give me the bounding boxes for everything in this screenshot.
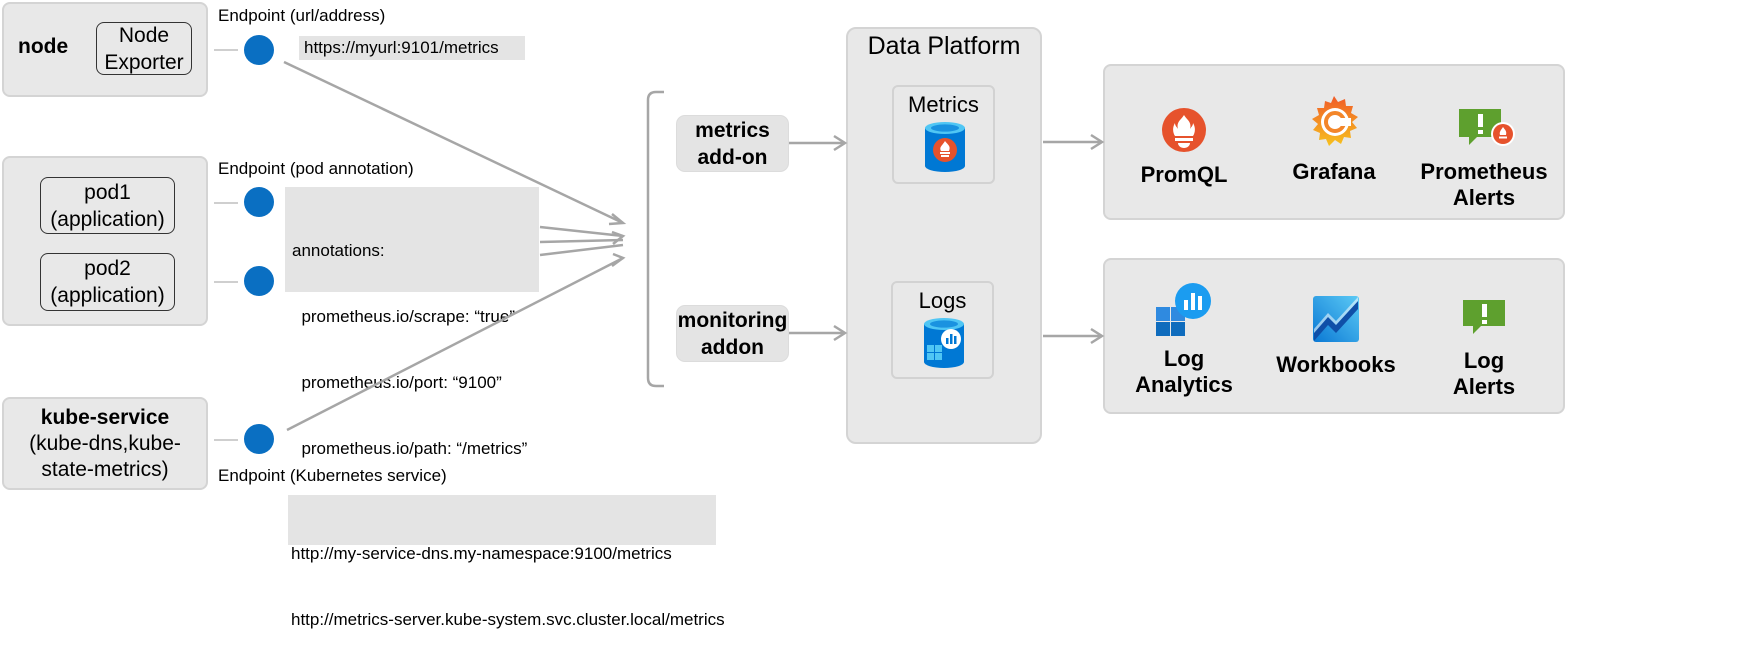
node-to-bracket-arrow — [283, 60, 624, 225]
monitoring-addon-line1: monitoring — [677, 308, 788, 332]
kube-service-label: kube-service (kube-dns,kube- state-metri… — [2, 405, 208, 483]
promql-label: PromQL — [1140, 162, 1228, 187]
annotation-line-3: prometheus.io/port: “9100” — [292, 373, 502, 392]
annotation-line-1: annotations: — [292, 241, 385, 260]
log-analytics-line1: Log — [1163, 346, 1205, 371]
node-arrowhead — [608, 213, 627, 226]
node-endpoint-dot — [244, 35, 274, 65]
annotation-to-bracket-arrow-3 — [539, 243, 624, 257]
log-alerts-line1: Log — [1463, 348, 1505, 373]
metrics-addon: metrics add-on — [676, 115, 789, 172]
log-analytics-line2: Analytics — [1135, 372, 1233, 397]
kube-service-subtitle-line1: (kube-dns,kube- — [29, 432, 181, 455]
logs-store-box: Logs — [891, 281, 994, 379]
metrics-store-box: Metrics — [892, 85, 995, 184]
grafana-icon — [1312, 96, 1358, 146]
logs-store-label: Logs — [918, 288, 967, 313]
prometheus-alert-icon — [1459, 109, 1515, 146]
kube-service-subtitle-line2: state-metrics) — [41, 458, 169, 481]
pod1-endpoint-dot — [244, 187, 274, 217]
annotation-arrowhead — [611, 230, 626, 245]
service-connector — [214, 439, 238, 441]
node-title: node — [18, 35, 69, 58]
pod1-line2: (application) — [50, 207, 165, 231]
service-urls-box: http://my-service-dns.my-namespace:9100/… — [288, 495, 725, 629]
log-analytics-tool: Log Analytics — [1109, 282, 1259, 398]
log-alerts-label: Log Alerts — [1409, 348, 1559, 400]
annotation-line-2: prometheus.io/scrape: “true” — [292, 307, 515, 326]
prometheus-icon — [1162, 108, 1206, 152]
monitoring-addon-line2: addon — [701, 335, 764, 359]
addon-bracket — [646, 90, 664, 388]
pod2-line2: (application) — [50, 284, 165, 307]
workbooks-icon — [1313, 296, 1359, 342]
metrics-database-icon — [925, 122, 965, 172]
prometheus-alerts-line1: Prometheus — [1420, 159, 1548, 184]
pod2-connector — [214, 281, 238, 283]
service-endpoint-dot — [244, 424, 274, 454]
platform-to-metrics-tools-arrowhead — [1090, 133, 1105, 151]
monitoring-addon: monitoring addon — [676, 305, 789, 362]
monitoring-addon-arrowhead — [833, 324, 848, 342]
prometheus-alerts-tool: Prometheus Alerts — [1409, 107, 1559, 211]
pod2-line1: pod2 — [84, 257, 131, 280]
kube-service-box — [2, 397, 208, 490]
metrics-addon-line1: metrics — [695, 118, 770, 142]
node-exporter-line2: Exporter — [104, 50, 184, 74]
service-url-1: http://my-service-dns.my-namespace:9100/… — [291, 544, 672, 563]
grafana-tool: Grafana — [1259, 93, 1409, 185]
logs-database-icon — [924, 318, 964, 368]
grafana-label: Grafana — [1292, 159, 1376, 184]
annotation-to-bracket-arrow-2 — [539, 238, 624, 244]
workbooks-label: Workbooks — [1276, 352, 1396, 377]
metrics-addon-line2: add-on — [697, 145, 768, 169]
log-alerts-tool: Log Alerts — [1409, 298, 1559, 400]
metrics-store-label: Metrics — [908, 92, 979, 117]
platform-to-log-tools-arrowhead — [1090, 327, 1105, 345]
kube-service-title: kube-service — [40, 406, 170, 429]
annotation-to-bracket-arrow-1 — [539, 225, 624, 238]
workbooks-tool: Workbooks — [1261, 295, 1411, 378]
pod1-connector — [214, 202, 238, 204]
pod-endpoint-label: Endpoint (pod annotation) — [218, 159, 414, 178]
log-analytics-icon — [1156, 283, 1211, 336]
pod-annotations-box: annotations: prometheus.io/scrape: “true… — [285, 187, 539, 458]
pod2-endpoint-dot — [244, 266, 274, 296]
service-arrowhead — [611, 252, 626, 268]
node-connector — [214, 49, 238, 51]
annotation-line-4: prometheus.io/path: “/metrics” — [292, 439, 528, 458]
service-endpoint-label: Endpoint (Kubernetes service) — [218, 466, 447, 485]
log-alert-icon — [1463, 300, 1505, 334]
node-endpoint-label: Endpoint (url/address) — [218, 6, 386, 25]
service-url-2: http://metrics-server.kube-system.svc.cl… — [291, 610, 725, 629]
log-analytics-label: Log Analytics — [1109, 346, 1259, 398]
pod1-box: pod1 (application) — [40, 177, 175, 234]
promql-tool: PromQL — [1109, 107, 1259, 188]
prometheus-alerts-line2: Alerts — [1452, 185, 1516, 210]
node-endpoint-url: https://myurl:9101/metrics — [299, 36, 525, 60]
service-to-bracket-arrow — [286, 256, 624, 432]
data-platform-title: Data Platform — [867, 32, 1021, 60]
node-exporter-line1: Node — [118, 23, 170, 47]
metrics-addon-arrowhead — [833, 134, 848, 152]
log-alerts-line2: Alerts — [1452, 374, 1516, 399]
prometheus-alerts-label: Prometheus Alerts — [1409, 159, 1559, 211]
pod1-line1: pod1 — [84, 180, 131, 204]
connector-overlay — [283, 60, 1105, 432]
pod2-box: pod2 (application) — [40, 253, 175, 311]
